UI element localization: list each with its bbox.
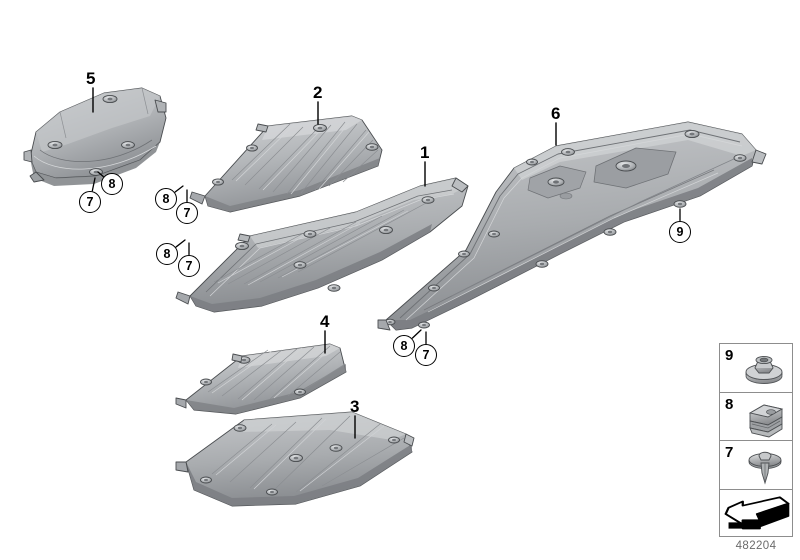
callout-7: 7 xyxy=(178,255,200,277)
push-rivet-icon xyxy=(748,451,782,485)
view-arrow-icon xyxy=(724,495,790,529)
callout-8: 8 xyxy=(393,335,415,357)
diagram-id: 482204 xyxy=(735,540,777,552)
callout-7: 7 xyxy=(415,344,437,366)
legend-row-view-arrow xyxy=(720,490,792,539)
callout-leader-8-7 xyxy=(411,329,422,339)
part-6-floor-shield xyxy=(377,121,767,331)
part-5-wheel-arch-cover xyxy=(23,87,167,186)
callout-leader-8-3 xyxy=(174,185,184,193)
callout-leader-8-1 xyxy=(97,171,104,178)
clip-nut-icon xyxy=(748,404,784,437)
callout-8: 8 xyxy=(101,173,123,195)
flange-nut-icon xyxy=(745,355,783,384)
legend-number-9: 9 xyxy=(725,347,734,364)
legend-row-7: 7 xyxy=(720,441,792,490)
callout-7: 7 xyxy=(79,191,101,213)
part-1-underbody-shield xyxy=(175,177,469,313)
callout-9: 9 xyxy=(669,221,691,243)
legend-number-7: 7 xyxy=(725,444,734,461)
part-number-4: 4 xyxy=(320,312,330,331)
part-2-underbody-panel xyxy=(189,115,383,213)
legend-row-8: 8 xyxy=(720,393,792,441)
part-number-5: 5 xyxy=(86,69,96,88)
part-number-2: 2 xyxy=(313,83,323,102)
legend-row-9: 9 xyxy=(720,344,792,393)
callout-8: 8 xyxy=(155,188,177,210)
fastener-legend: 9 8 7 xyxy=(719,343,793,537)
legend-number-8: 8 xyxy=(725,395,734,413)
callout-leader-7-0 xyxy=(91,177,96,192)
part-number-3: 3 xyxy=(350,397,360,416)
callout-7: 7 xyxy=(176,202,198,224)
part-4-rear-panel xyxy=(175,343,347,415)
callout-leader-8-5 xyxy=(175,239,186,248)
part-number-1: 1 xyxy=(420,143,430,162)
part-number-6: 6 xyxy=(551,104,561,123)
callout-8: 8 xyxy=(156,243,178,265)
